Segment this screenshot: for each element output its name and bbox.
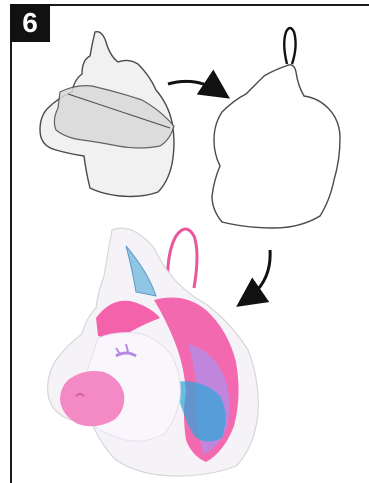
snout — [60, 371, 124, 426]
curved-arrow-right-icon — [168, 81, 220, 92]
curved-arrow-down-left-icon — [246, 250, 270, 300]
hanging-loop — [284, 28, 295, 64]
unicorn-outline-with-loop — [212, 28, 340, 228]
finished-unicorn-ornament — [48, 228, 259, 476]
unicorn-right-outline — [212, 65, 340, 228]
unicorn-outline-with-overlay — [40, 32, 174, 197]
